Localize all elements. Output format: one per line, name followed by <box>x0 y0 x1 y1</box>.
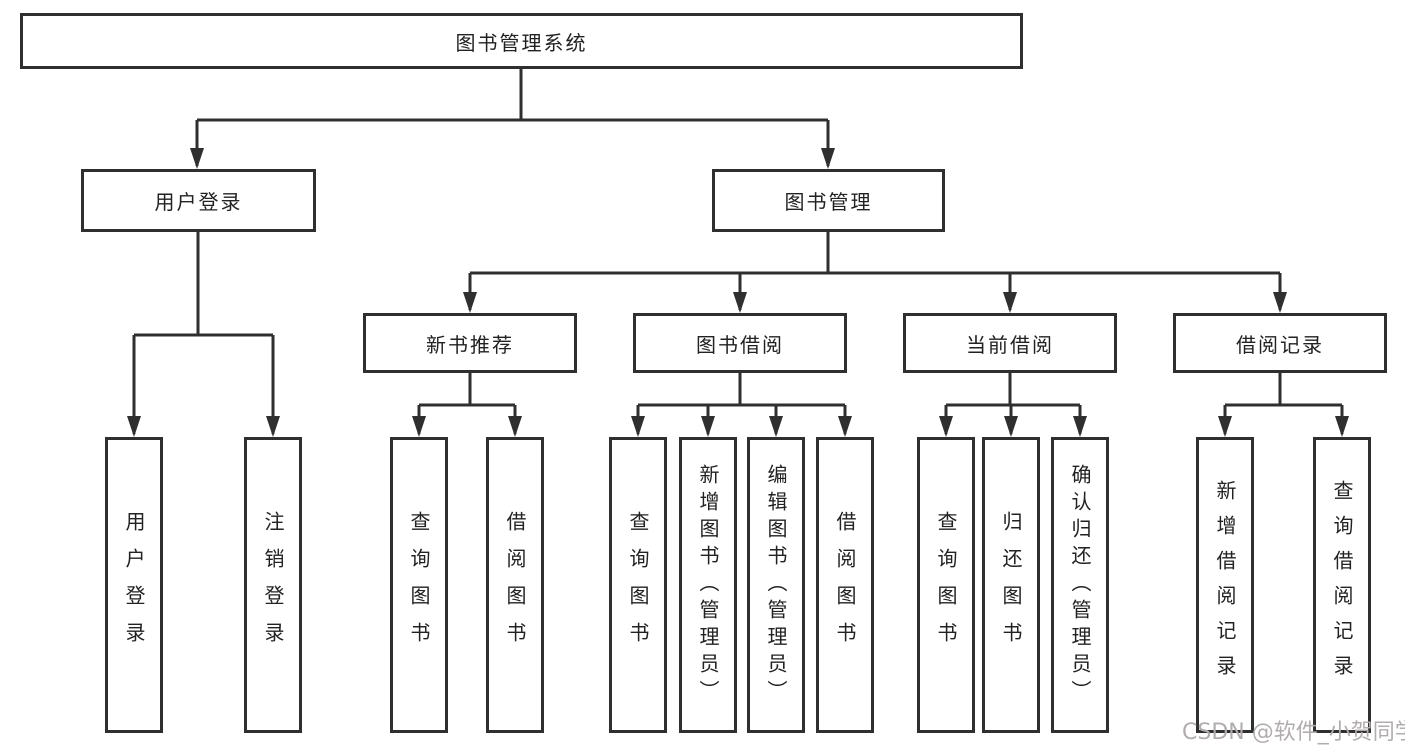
node-user-login: 用户登录 <box>81 169 316 232</box>
node-label: 确认归还（管理员） <box>1068 463 1092 707</box>
node-system-root: 图书管理系统 <box>20 13 1023 69</box>
leaf-borrow-add-book-admin: 新增图书（管理员） <box>679 437 737 733</box>
leaf-current-return-book: 归还图书 <box>982 437 1040 733</box>
node-label: 用户登录 <box>122 511 146 659</box>
node-new-book-recommend: 新书推荐 <box>363 313 577 373</box>
node-label: 查询图书 <box>407 511 431 659</box>
node-label: 用户登录 <box>154 190 243 214</box>
node-label: 注销登录 <box>261 511 285 659</box>
node-current-borrow: 当前借阅 <box>903 313 1117 373</box>
node-label: 图书借阅 <box>696 332 784 357</box>
node-label: 归还图书 <box>999 511 1023 659</box>
leaf-newbook-borrow-book: 借阅图书 <box>486 437 544 733</box>
leaf-borrow-borrow-book: 借阅图书 <box>816 437 874 733</box>
node-label: 新增借阅记录 <box>1213 480 1237 690</box>
leaf-current-confirm-return-admin: 确认归还（管理员） <box>1051 437 1109 733</box>
leaf-record-query: 查询借阅记录 <box>1313 437 1371 733</box>
node-book-borrow: 图书借阅 <box>633 313 847 373</box>
node-label: 当前借阅 <box>966 332 1054 357</box>
node-label: 编辑图书（管理员） <box>764 463 788 707</box>
node-label: 新增图书（管理员） <box>696 463 720 707</box>
node-label: 借阅图书 <box>833 511 857 659</box>
leaf-borrow-query-book: 查询图书 <box>609 437 667 733</box>
leaf-current-query-book: 查询图书 <box>917 437 975 733</box>
leaf-user-login: 用户登录 <box>105 437 163 733</box>
leaf-newbook-query-book: 查询图书 <box>390 437 448 733</box>
csdn-watermark: CSDN @软件_小贺同学 <box>1182 720 1405 745</box>
leaf-borrow-edit-book-admin: 编辑图书（管理员） <box>747 437 805 733</box>
node-label: 查询图书 <box>934 511 958 659</box>
node-label: 图书管理 <box>784 190 873 214</box>
node-label: 查询借阅记录 <box>1330 480 1354 690</box>
node-label: 借阅图书 <box>503 511 527 659</box>
node-label: 查询图书 <box>626 511 650 659</box>
connector-lines <box>132 69 1344 434</box>
node-label: 借阅记录 <box>1236 332 1324 357</box>
arrowhead-icons <box>127 148 1349 437</box>
leaf-logout: 注销登录 <box>244 437 302 733</box>
node-borrow-record: 借阅记录 <box>1173 313 1387 373</box>
leaf-record-add: 新增借阅记录 <box>1196 437 1254 733</box>
node-book-manage: 图书管理 <box>712 169 945 232</box>
node-label: 图书管理系统 <box>455 30 588 55</box>
node-label: 新书推荐 <box>426 332 514 357</box>
